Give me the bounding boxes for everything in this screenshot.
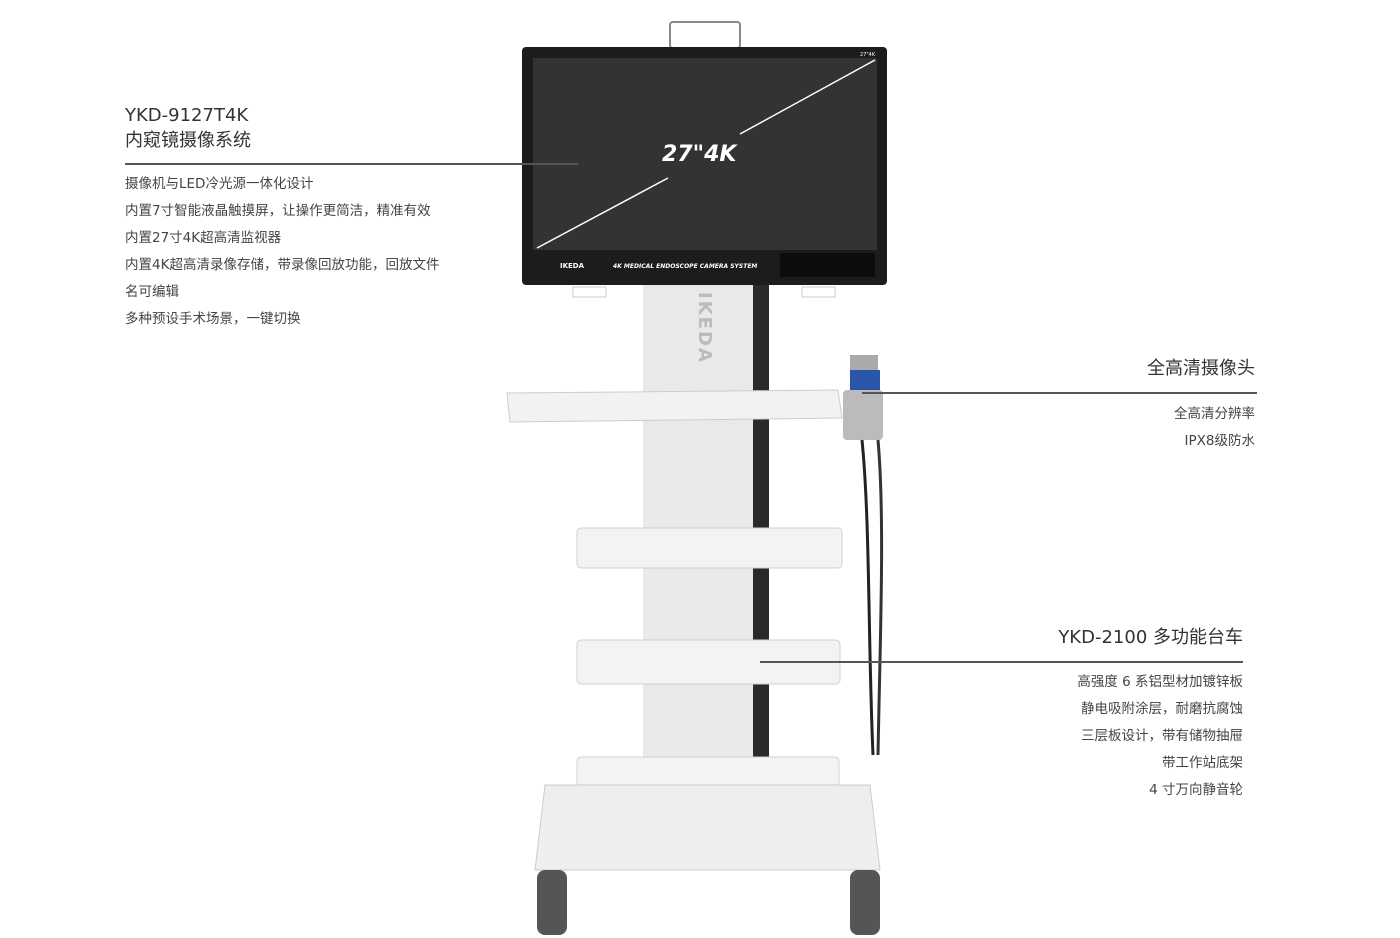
feature-item: 4 寸万向静音轮 [1149, 782, 1243, 798]
divider [862, 392, 1257, 394]
feature-item: 多种预设手术场景，一键切换 [125, 311, 301, 327]
feature-item: 带工作站底架 [1162, 755, 1243, 771]
divider [125, 163, 578, 165]
camera-title: 全高清摄像头 [1147, 358, 1255, 379]
camera-cable [860, 439, 875, 756]
cart-base [534, 784, 881, 871]
shelf-1 [576, 527, 843, 569]
cart-column-rail [753, 285, 769, 765]
camera-feature-list: 全高清分辨率 IPX8级防水 [1174, 401, 1255, 455]
system-name: 内窥镜摄像系统 [125, 130, 251, 151]
divider [760, 661, 1243, 663]
feature-item: 高强度 6 系铝型材加镀锌板 [1077, 674, 1243, 690]
feature-item: 静电吸附涂层，耐磨抗腐蚀 [1081, 701, 1243, 717]
monitor-system-label: 4K MEDICAL ENDOSCOPE CAMERA SYSTEM [613, 263, 758, 270]
monitor-size-badge: 27"4K [860, 52, 876, 58]
cart-feature-list: 高强度 6 系铝型材加镀锌板 静电吸附涂层，耐磨抗腐蚀 三层板设计，带有储物抽屉… [1077, 669, 1243, 804]
feature-item: 全高清分辨率 [1174, 406, 1255, 422]
top-tray [506, 389, 843, 423]
cart-title: YKD-2100 多功能台车 [1058, 627, 1243, 648]
system-feature-list: 摄像机与LED冷光源一体化设计 内置7寸智能液晶触摸屏，让操作更简洁，精准有效 … [125, 171, 439, 333]
feature-item: 内置4K超高清录像存储，带录像回放功能，回放文件 [125, 257, 440, 273]
monitor-screen-text: 27"4K [662, 142, 737, 167]
feature-item: 内置27寸4K超高清监视器 [125, 230, 282, 246]
cart-brand-logo: IKEDA [694, 292, 715, 364]
caster-wheel [850, 870, 880, 935]
feature-item: 三层板设计，带有储物抽屉 [1081, 728, 1243, 744]
monitor-handle [669, 21, 741, 49]
caster-wheel [537, 870, 567, 935]
camera-head [850, 355, 878, 370]
system-model: YKD-9127T4K [125, 105, 249, 126]
cart-column [643, 285, 756, 765]
monitor-brand-logo: IKEDA [560, 262, 585, 270]
control-panel [780, 253, 875, 277]
feature-item: IPX8级防水 [1184, 433, 1255, 449]
feature-item: 摄像机与LED冷光源一体化设计 [125, 176, 314, 192]
feature-item: 内置7寸智能液晶触摸屏，让操作更简洁，精准有效 [125, 203, 431, 219]
feature-item: 名可编辑 [125, 284, 179, 300]
